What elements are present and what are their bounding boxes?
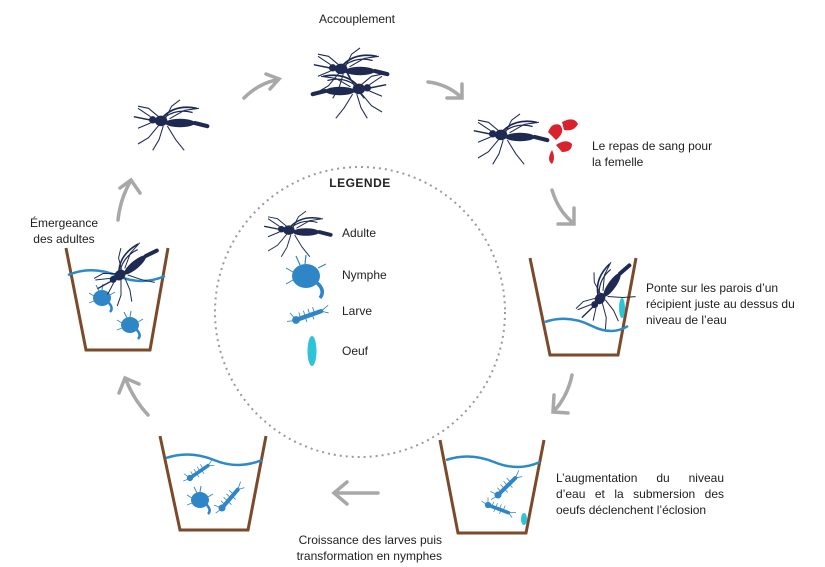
legend-pupa-icon — [285, 254, 327, 300]
legend-mosquito-icon — [262, 209, 333, 259]
legend-label-pupa: Nymphe — [342, 268, 387, 282]
stage-growth-label: Croissance des larves puis transformatio… — [296, 533, 442, 563]
arrow-bloodmeal-to-laying — [550, 188, 576, 226]
arrow-emergence-to-adult — [116, 177, 142, 222]
cycle-arrows — [116, 72, 576, 506]
arrow-growth-to-emergence — [117, 375, 150, 417]
legend-title: LEGENDE — [329, 176, 391, 190]
blood-meal-icon — [474, 114, 578, 164]
stage-egg-laying-label: Ponte sur les parois d’un récipient just… — [646, 281, 795, 327]
stage-mating-label: Accouplement — [318, 12, 396, 26]
arrow-adult-to-mating — [242, 72, 283, 100]
stage-emergence-label: Émergeance des adultes — [29, 216, 99, 246]
mating-mosquitoes-icon — [313, 48, 388, 118]
stage-hatching-label: L’augmentation du niveau d’eau et la sub… — [556, 471, 724, 517]
legend-label-egg: Oeuf — [342, 344, 369, 358]
adult-mosquito-icon — [134, 100, 208, 150]
legend-label-adult: Adulte — [342, 226, 377, 240]
arrow-hatching-to-growth — [331, 480, 380, 506]
legend-circle — [214, 166, 506, 458]
legend-larva-icon — [287, 302, 329, 327]
stage-blood-meal-label: Le repas de sang pour la femelle — [592, 139, 713, 169]
legend-label-larva: Larve — [342, 304, 373, 318]
cup-hatching — [438, 439, 546, 535]
cup-emergence — [64, 229, 174, 352]
cup-growth — [158, 435, 268, 532]
cup-egg-laying — [528, 249, 651, 357]
arrow-laying-to-hatching — [551, 373, 574, 415]
arrow-mating-to-bloodmeal — [426, 80, 464, 100]
legend-egg-icon — [307, 336, 317, 366]
